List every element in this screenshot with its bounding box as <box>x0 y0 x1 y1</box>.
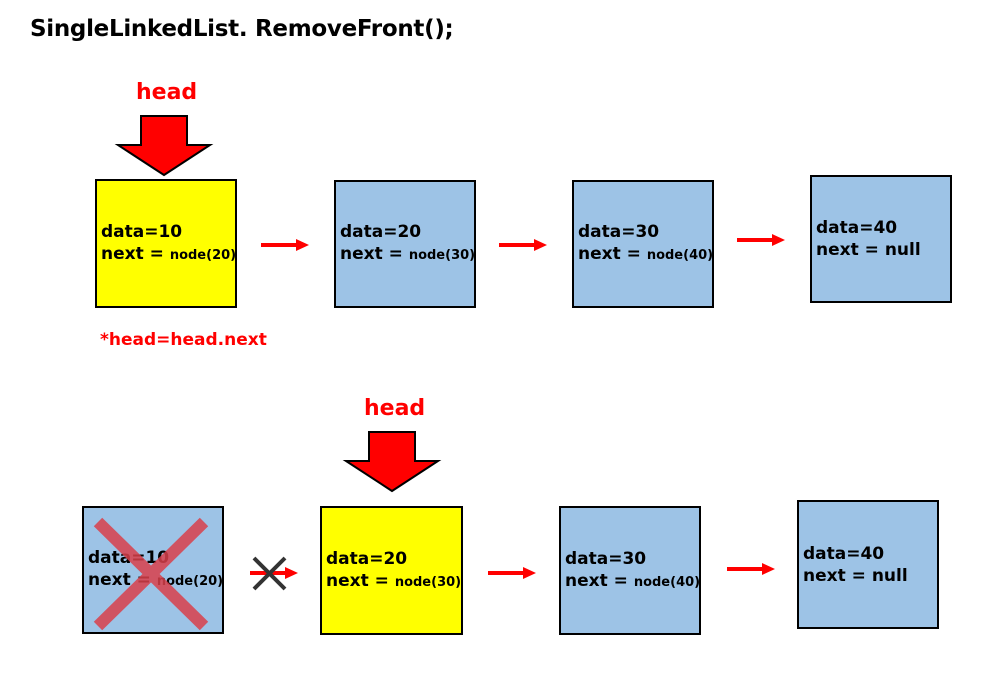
head-label-before: head <box>136 80 198 105</box>
right-arrow-icon <box>250 567 298 579</box>
node-after-2: data=20 next = node(30) <box>320 506 463 635</box>
node-after-4: data=40 next = null <box>797 500 939 629</box>
head-label-after: head <box>364 396 426 421</box>
down-arrow-icon <box>342 431 442 493</box>
node-before-4: data=40 next = null <box>810 175 952 303</box>
node-next: next = node(40) <box>565 570 701 591</box>
right-arrow-icon <box>499 239 547 251</box>
page-title: SingleLinkedList. RemoveFront(); <box>30 16 454 42</box>
node-data: data=20 <box>326 548 408 569</box>
node-next: next = node(30) <box>340 244 476 264</box>
assignment-note: *head=head.next <box>100 330 267 350</box>
node-after-1-removed: data=10 next = node(20) <box>82 506 224 634</box>
node-before-3: data=30 next = node(40) <box>572 180 714 308</box>
right-arrow-icon <box>261 239 309 251</box>
node-data: data=10 <box>101 221 183 242</box>
down-arrow-icon <box>114 115 214 177</box>
node-data: data=30 <box>578 222 660 242</box>
right-arrow-icon <box>737 234 785 246</box>
node-data: data=40 <box>816 218 898 238</box>
node-data: data=10 <box>88 548 170 568</box>
node-next: next = node(20) <box>101 243 237 264</box>
node-data: data=40 <box>803 543 885 564</box>
node-data: data=30 <box>565 548 647 569</box>
node-next: next = node(20) <box>88 570 224 590</box>
node-next: next = null <box>803 565 908 586</box>
node-before-2: data=20 next = node(30) <box>334 180 476 308</box>
right-arrow-icon <box>488 567 536 579</box>
node-before-1: data=10 next = node(20) <box>95 179 237 308</box>
node-next: next = node(30) <box>326 570 462 591</box>
right-arrow-icon <box>727 563 775 575</box>
node-next: next = node(40) <box>578 244 714 264</box>
node-data: data=20 <box>340 222 422 242</box>
node-after-3: data=30 next = node(40) <box>559 506 701 635</box>
node-next: next = null <box>816 240 921 260</box>
